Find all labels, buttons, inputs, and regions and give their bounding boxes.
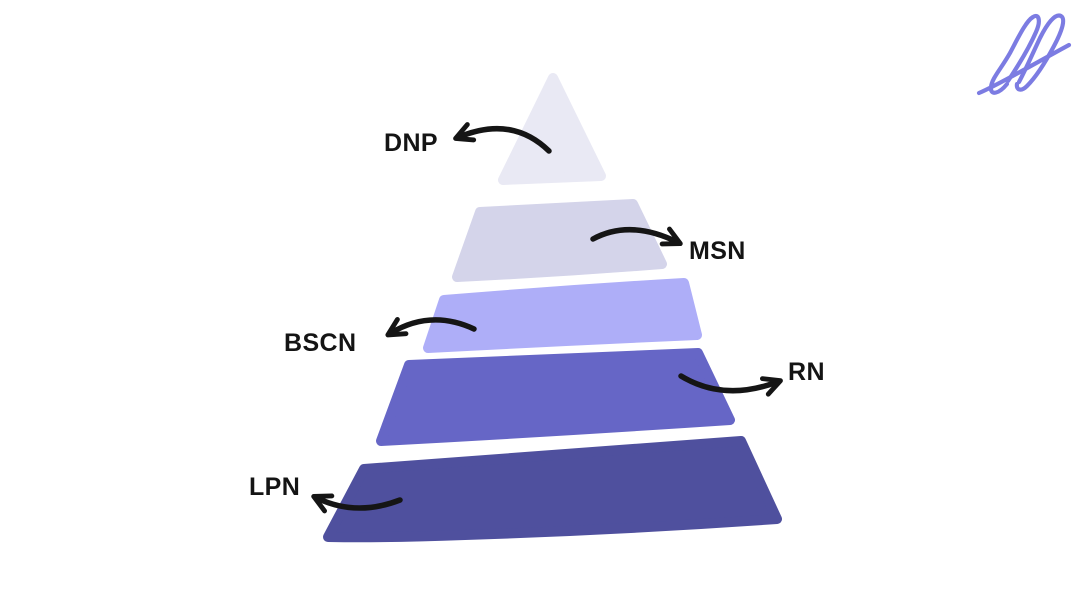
pyramid-tier-msn bbox=[452, 199, 667, 282]
pyramid-tier-bscn bbox=[423, 278, 702, 353]
label-rn: RN bbox=[788, 358, 825, 386]
fl-logo-icon bbox=[976, 13, 1072, 96]
label-lpn: LPN bbox=[249, 473, 301, 501]
pyramid-tier-dnp bbox=[498, 73, 606, 185]
label-dnp: DNP bbox=[384, 129, 438, 157]
arrow-msn bbox=[590, 226, 683, 247]
pyramid-tier-rn bbox=[376, 348, 735, 446]
arrow-rn bbox=[678, 373, 783, 397]
label-msn: MSN bbox=[689, 237, 746, 265]
arrow-lpn bbox=[311, 493, 403, 514]
pyramid-tier-lpn bbox=[323, 436, 782, 543]
arrow-dnp bbox=[453, 122, 552, 154]
label-bscn: BSCN bbox=[284, 329, 357, 357]
arrow-bscn bbox=[385, 317, 477, 338]
